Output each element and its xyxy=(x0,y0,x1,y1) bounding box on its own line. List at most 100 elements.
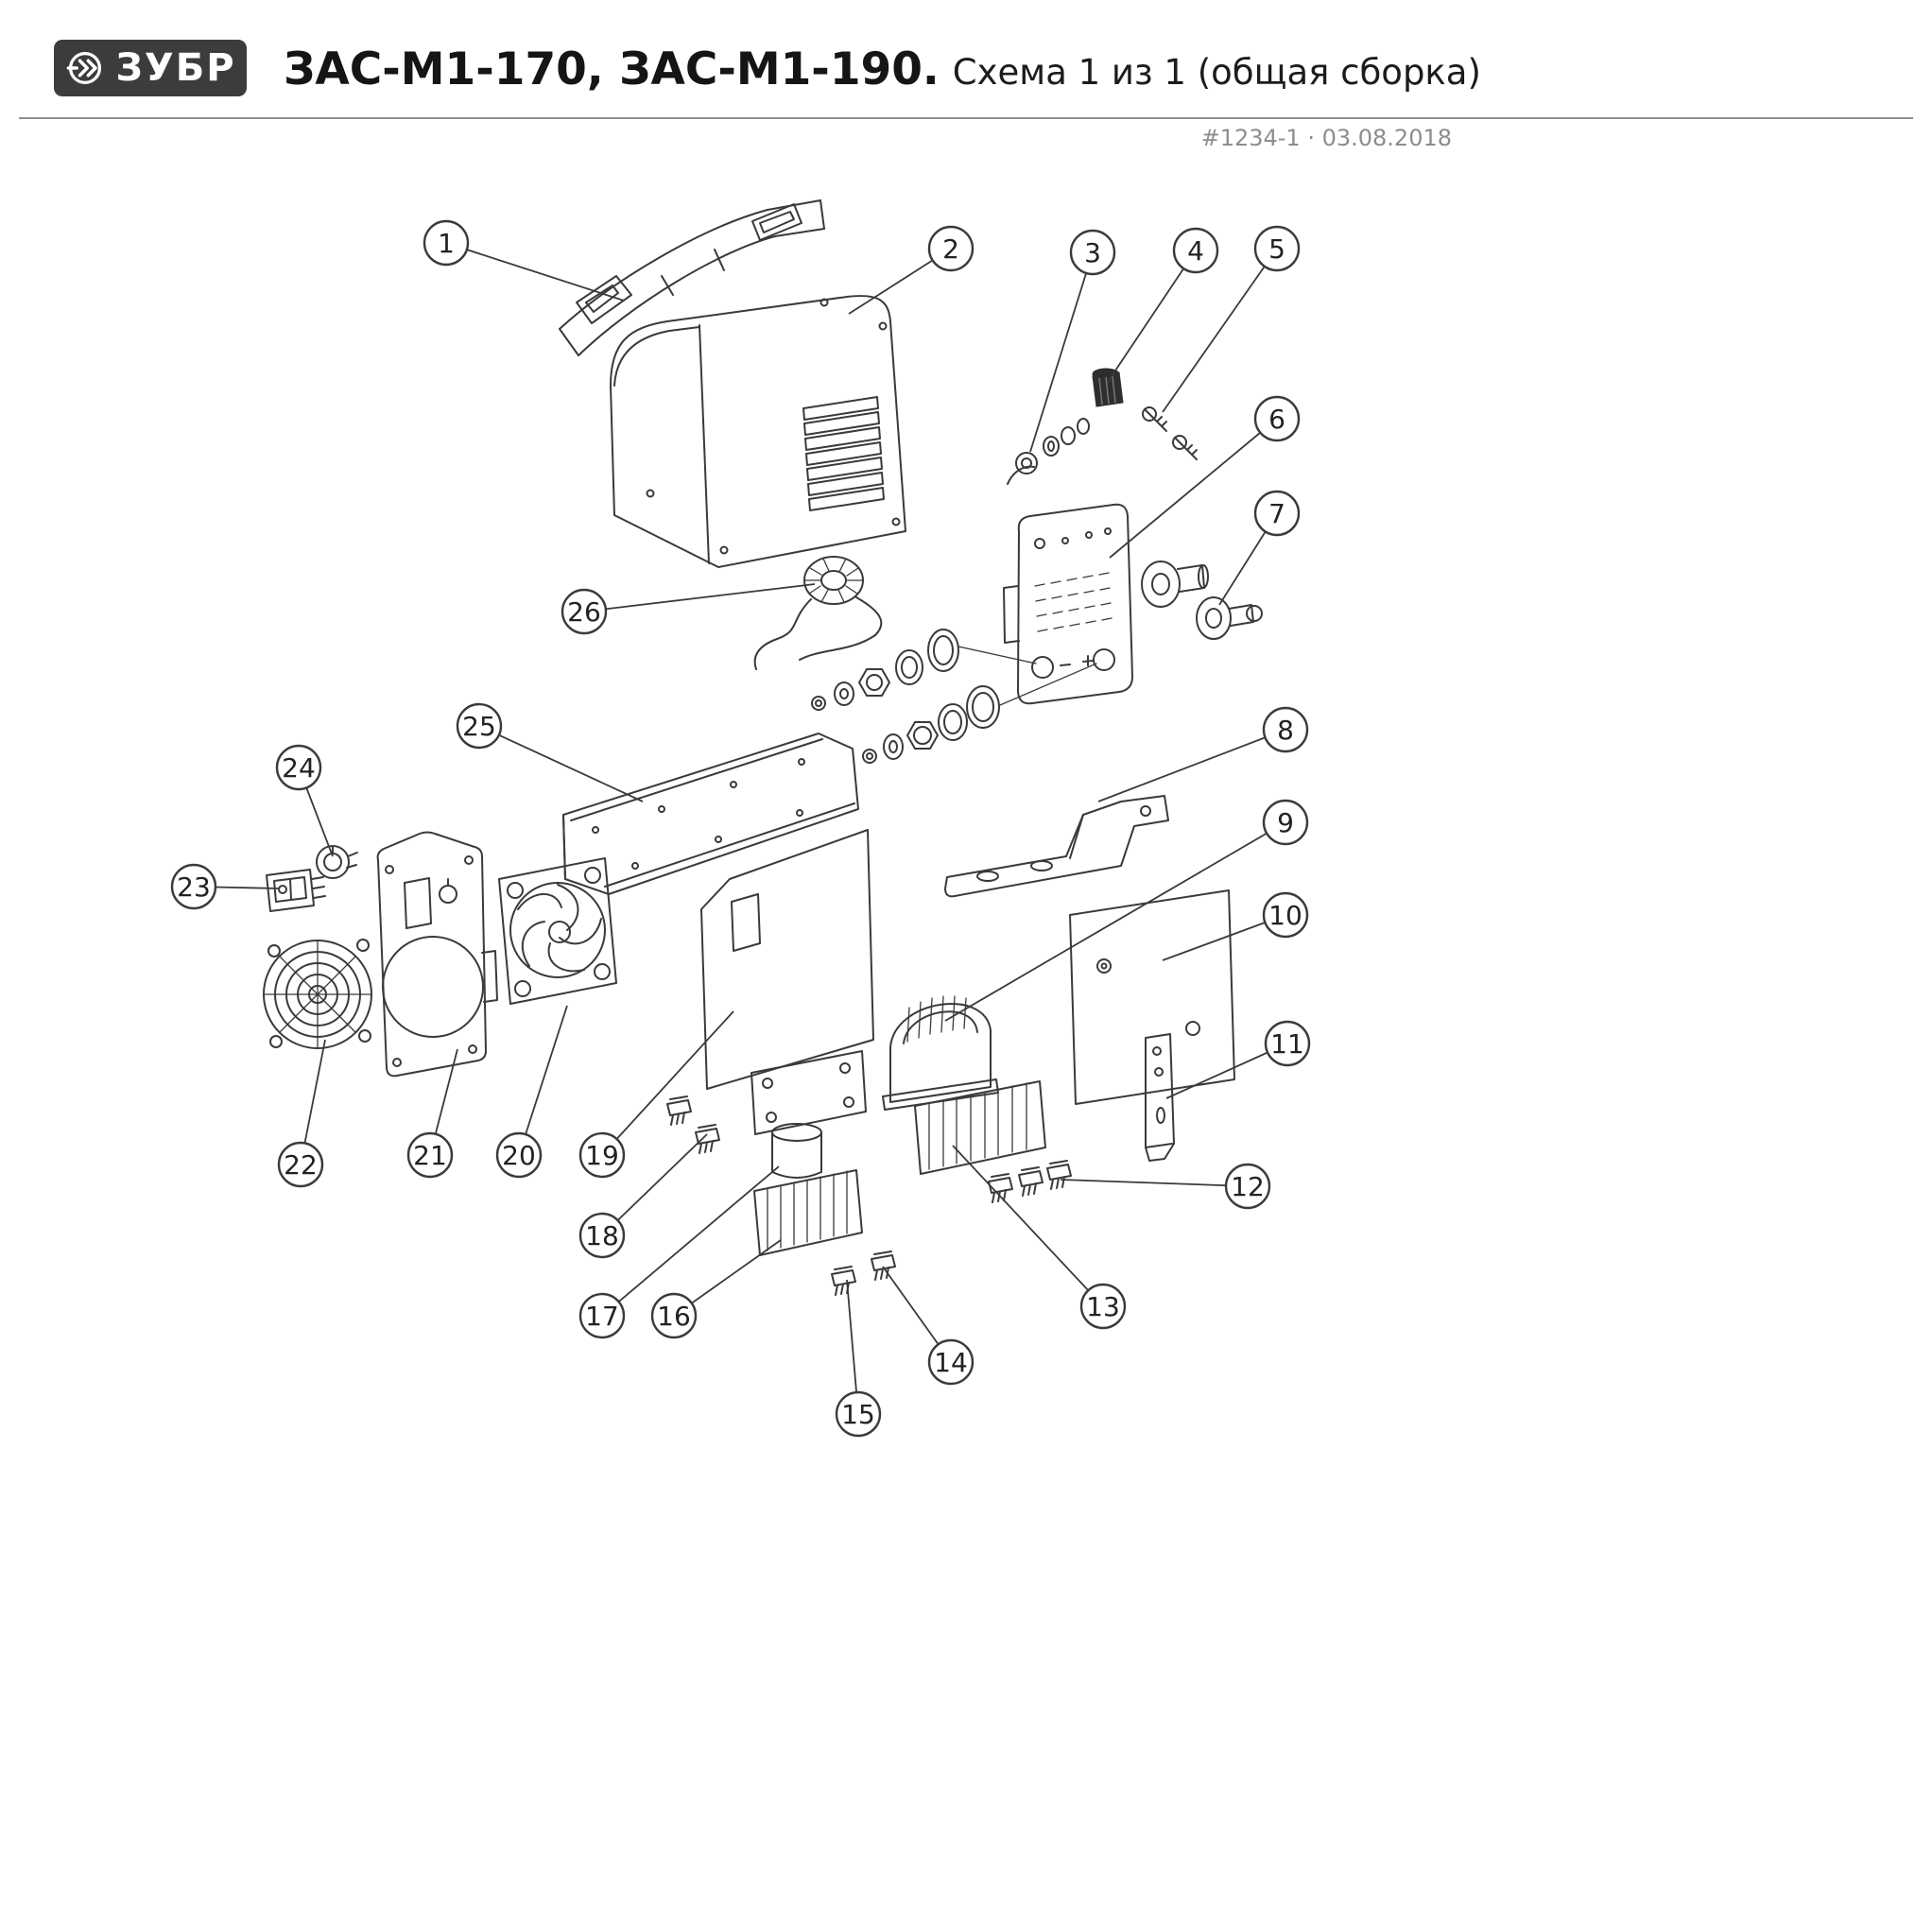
model-title: ЗАС-М1-170, ЗАС-М1-190. xyxy=(284,43,940,95)
callout-14 xyxy=(927,1338,975,1386)
callout-number-7: 7 xyxy=(1268,498,1285,529)
callout-number-20: 20 xyxy=(502,1140,536,1171)
callout-number-5: 5 xyxy=(1268,233,1285,265)
callout-20 xyxy=(495,1131,543,1179)
document-number: #1234-1 · 03.08.2018 xyxy=(1200,125,1452,151)
callout-21 xyxy=(406,1131,454,1179)
part-toroid-inductor xyxy=(753,556,883,670)
callout-leader-3 xyxy=(1029,251,1094,453)
part-semiconductor-15 xyxy=(831,1266,856,1296)
callout-number-3: 3 xyxy=(1084,237,1101,268)
callout-leader-8 xyxy=(1097,729,1286,802)
part-mounting-bracket xyxy=(944,795,1169,898)
callout-3 xyxy=(1069,229,1116,276)
callout-number-12: 12 xyxy=(1231,1171,1265,1202)
scheme-subtitle: Схема 1 из 1 (общая сборка) xyxy=(952,52,1481,93)
callout-7 xyxy=(1253,490,1301,537)
page-title: ЗАС-М1-170, ЗАС-М1-190. Схема 1 из 1 (об… xyxy=(284,43,1894,95)
part-front-panel xyxy=(376,831,498,1078)
callout-18 xyxy=(578,1212,626,1259)
callout-leader-4 xyxy=(1107,250,1197,383)
part-panel-connector xyxy=(316,845,358,879)
callout-leader-13 xyxy=(952,1145,1104,1307)
brand-name: ЗУБР xyxy=(115,46,236,90)
callout-leader-5 xyxy=(1162,248,1278,413)
callout-10 xyxy=(1262,891,1309,939)
callout-13 xyxy=(1079,1283,1127,1330)
callout-5 xyxy=(1253,225,1301,272)
callout-number-15: 15 xyxy=(841,1399,875,1430)
part-terminal-hardware xyxy=(811,629,1097,764)
part-cooling-fan xyxy=(498,857,617,1005)
part-terminal-sockets xyxy=(1141,561,1263,640)
part-heatsink-a xyxy=(914,1080,1046,1175)
callout-16 xyxy=(650,1292,698,1339)
callout-leader-9 xyxy=(944,821,1286,1022)
callout-number-16: 16 xyxy=(657,1301,691,1332)
part-power-switch xyxy=(266,869,326,912)
callout-number-14: 14 xyxy=(934,1347,968,1378)
callout-leader-19 xyxy=(601,1010,734,1156)
header: ЗУБР ЗАС-М1-170, ЗАС-М1-190. Схема 1 из … xyxy=(0,0,1932,161)
callout-12 xyxy=(1224,1163,1271,1210)
callout-number-6: 6 xyxy=(1268,404,1285,435)
part-support-strip xyxy=(1145,1033,1175,1162)
callout-leader-25 xyxy=(478,725,644,802)
callout-leader-12 xyxy=(1060,1179,1249,1187)
callout-11 xyxy=(1264,1020,1311,1067)
part-top-cover xyxy=(610,295,906,568)
callout-number-2: 2 xyxy=(942,233,959,265)
callout-number-23: 23 xyxy=(177,871,211,903)
callout-4 xyxy=(1172,227,1219,274)
callout-24 xyxy=(275,744,322,791)
callout-25 xyxy=(456,702,503,750)
zubr-emblem-icon xyxy=(67,51,102,85)
callout-15 xyxy=(835,1390,882,1438)
callout-1 xyxy=(423,219,470,267)
callout-number-24: 24 xyxy=(282,752,316,784)
callout-number-13: 13 xyxy=(1086,1291,1120,1322)
callout-number-19: 19 xyxy=(585,1140,619,1171)
callout-leader-17 xyxy=(601,1165,780,1317)
callout-number-9: 9 xyxy=(1277,807,1294,838)
callout-8 xyxy=(1262,706,1309,753)
part-semiconductor-14 xyxy=(871,1251,896,1281)
callout-22 xyxy=(277,1141,324,1188)
part-knurled-knob xyxy=(1092,368,1124,407)
callout-2 xyxy=(927,225,975,272)
callout-leader-6 xyxy=(1109,418,1278,559)
callout-number-18: 18 xyxy=(585,1220,619,1251)
callout-6 xyxy=(1253,395,1301,442)
part-base-tray xyxy=(562,733,859,895)
part-carry-strap xyxy=(559,199,825,356)
zubr-logo: ЗУБР xyxy=(54,40,247,96)
callout-number-4: 4 xyxy=(1187,235,1204,267)
part-pcb-plate xyxy=(1069,889,1235,1105)
callout-number-22: 22 xyxy=(284,1149,318,1181)
part-screws xyxy=(1142,406,1198,460)
part-fan-grille xyxy=(263,939,372,1049)
callout-number-26: 26 xyxy=(567,596,601,628)
callout-number-21: 21 xyxy=(413,1140,447,1171)
part-heatsink-b xyxy=(753,1169,863,1256)
callout-26 xyxy=(561,588,608,635)
callout-number-11: 11 xyxy=(1270,1028,1304,1060)
callout-number-25: 25 xyxy=(462,711,496,742)
callout-leader-1 xyxy=(445,242,625,302)
callout-23 xyxy=(170,863,217,910)
part-insulation-sheet xyxy=(700,829,874,1090)
callout-number-17: 17 xyxy=(585,1301,619,1332)
callout-leader-26 xyxy=(583,583,816,612)
part-rear-panel xyxy=(1003,503,1133,705)
callout-leader-18 xyxy=(601,1133,708,1236)
part-shaft-washers xyxy=(1007,418,1090,485)
part-capacitor xyxy=(750,1050,867,1179)
callout-19 xyxy=(578,1131,626,1179)
header-divider xyxy=(19,117,1913,119)
callout-9 xyxy=(1262,799,1309,846)
callout-number-1: 1 xyxy=(438,228,455,259)
callout-number-8: 8 xyxy=(1277,715,1294,746)
